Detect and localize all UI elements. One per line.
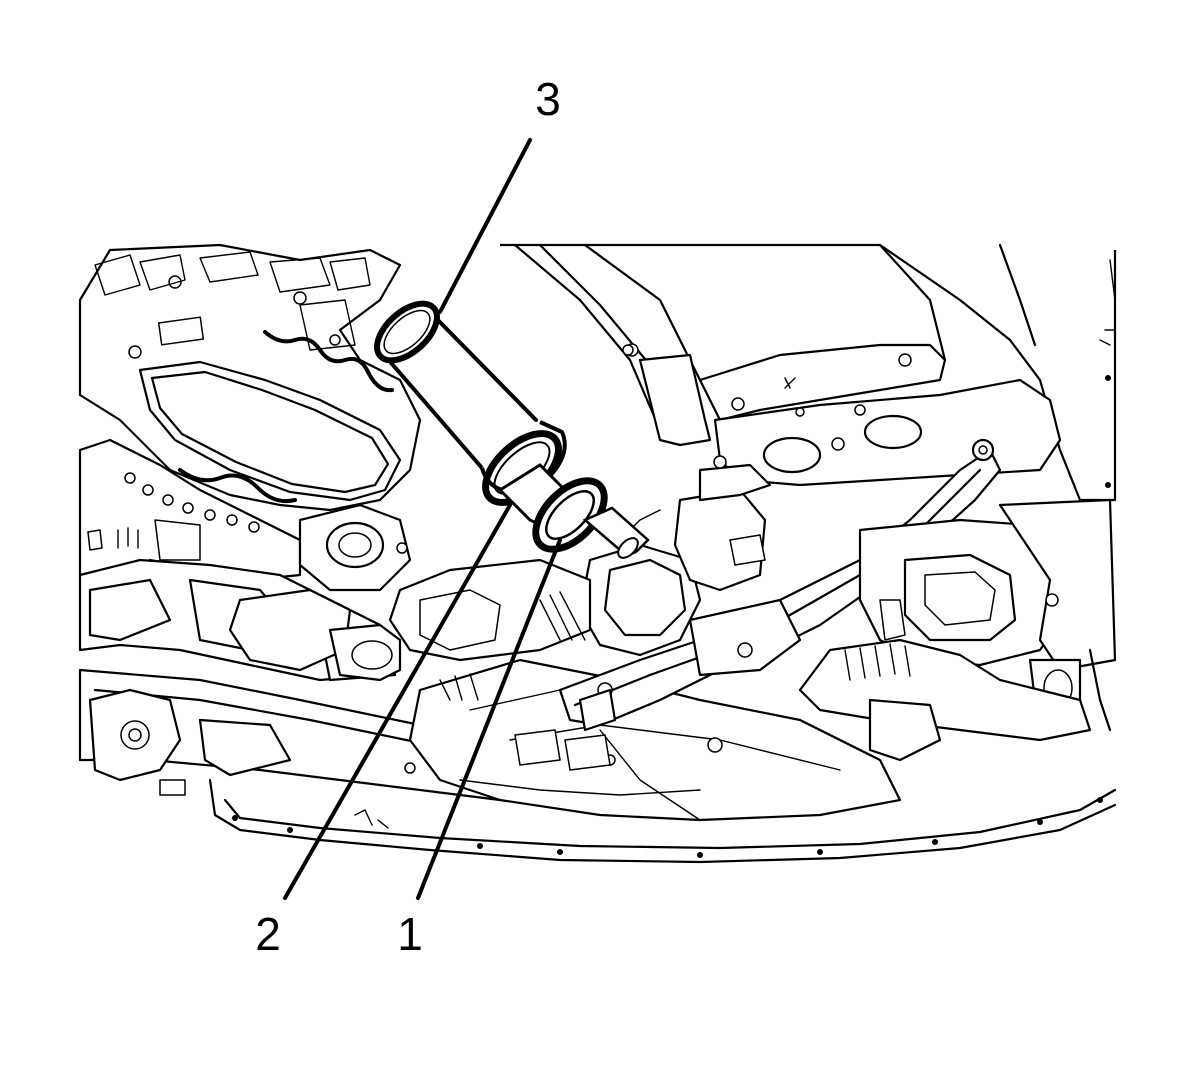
vehicle-underbody (78, 243, 1117, 864)
leader-line-3 (438, 138, 532, 314)
axle-seal (532, 477, 650, 559)
leader-line-1 (416, 538, 562, 900)
callout-leaders (283, 138, 562, 900)
left-side-plate (78, 438, 302, 582)
panel-edge-detail (178, 330, 394, 504)
lower-skirt (208, 778, 1117, 864)
right-hub-assembly (798, 498, 1117, 762)
callout-label-2: 2 (255, 908, 281, 960)
center-floor-panel (404, 658, 902, 822)
callout-labels: 3 2 1 (255, 73, 561, 960)
upper-right-body (500, 243, 1117, 502)
callout-label-1: 1 (397, 908, 423, 960)
tool-top-end-icon (374, 300, 440, 364)
leader-line-2 (283, 503, 512, 900)
callout-label-3: 3 (535, 73, 561, 125)
left-housing (78, 243, 422, 512)
right-cross-member (558, 438, 1002, 732)
